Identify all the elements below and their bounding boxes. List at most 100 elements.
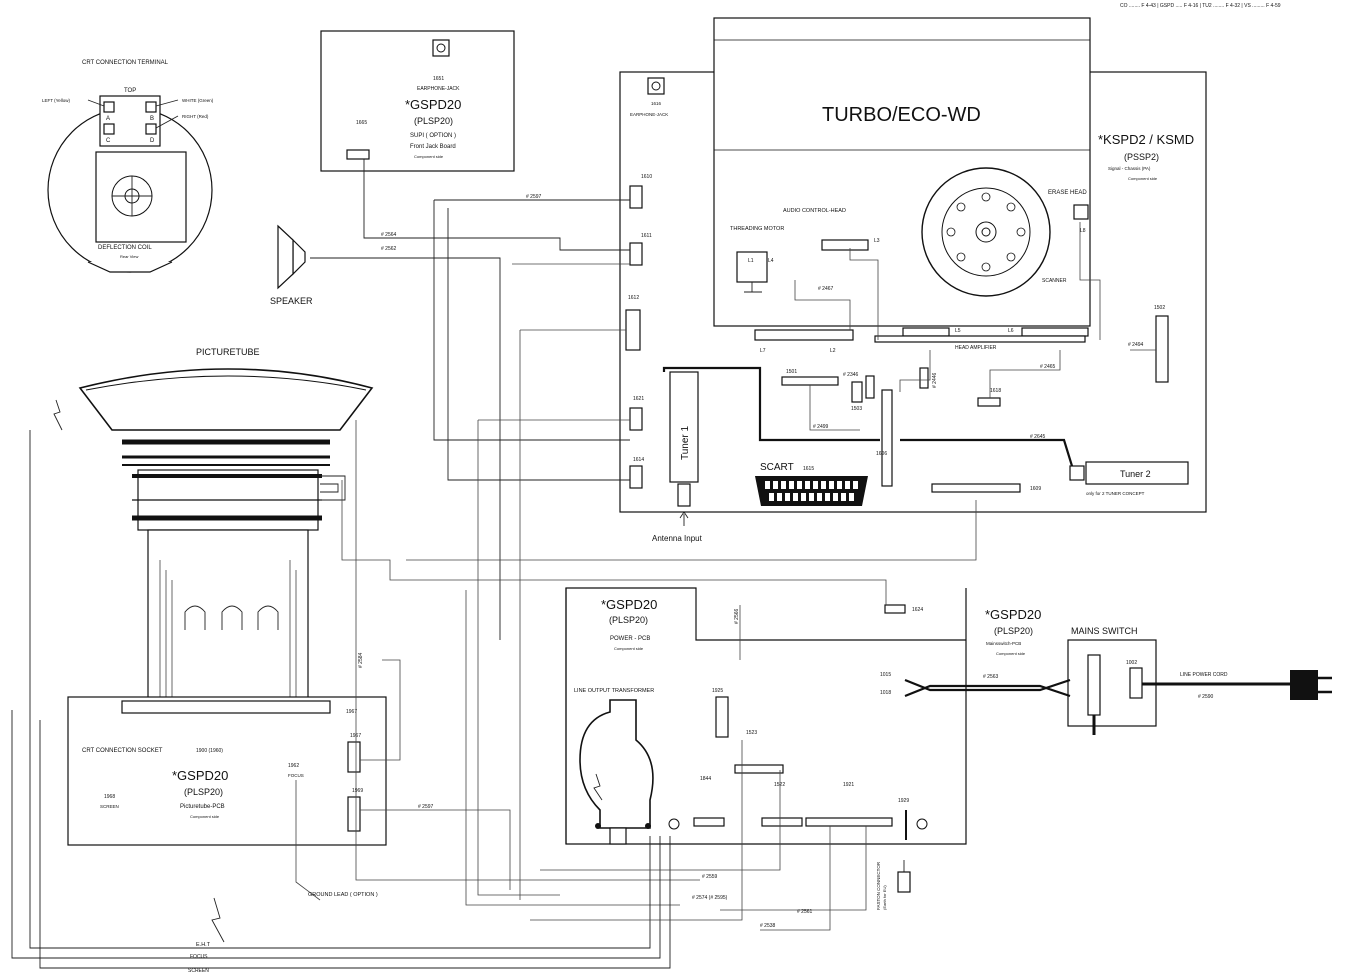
crt-board-comp: Component side (190, 814, 220, 819)
wire-2563: # 2563 (983, 674, 999, 680)
connector-1501 (781, 376, 839, 386)
crt-board-desc: Picturetube-PCB (180, 804, 225, 810)
mains-board-comp: Component side (996, 651, 1026, 656)
speaker-icon (277, 224, 294, 290)
crt-socket-label: CRT CONNECTION SOCKET (82, 748, 163, 754)
power-pcb: *GSPD20 (PLSP20) POWER - PCB Component s… (565, 587, 967, 845)
terminal-label-right-top: WHITE (Green) (182, 98, 214, 103)
connector-1610-label: 1610 (641, 174, 652, 180)
connector-1606 (881, 389, 893, 487)
picturetube-pcb: CRT CONNECTION SOCKET 1900 (1960) *GSPD2… (67, 696, 387, 846)
wire-2564: # 2564 (381, 232, 397, 238)
deck-mechanism (713, 17, 1091, 327)
power-board-desc: POWER - PCB (610, 636, 650, 642)
head-amplifier-label: HEAD AMPLIFIER (955, 345, 997, 351)
coil-base (87, 261, 173, 273)
earphone-ref: 1651 (433, 76, 444, 82)
wire-2590: # 2590 (1198, 694, 1214, 700)
mains-switch-board: *GSPD20 (PLSP20) Mainsswitch-PCB Compone… (985, 607, 1332, 735)
wire-2467: # 2467 (818, 286, 834, 292)
wiring (11, 159, 1156, 969)
connector-1606-label: 1606 (876, 451, 887, 457)
wire-2645: # 2645 (1030, 434, 1046, 440)
connector-1624-label: 1624 (912, 607, 923, 613)
eht-label: E.H.T (196, 942, 211, 948)
connector-1502-label: 1502 (1154, 305, 1165, 311)
screen-bottom-label: SCREEN (188, 968, 209, 974)
connector-1614-label: 1614 (633, 457, 644, 463)
crt-connection-socket (121, 700, 331, 714)
connector-1921 (805, 817, 893, 827)
speaker: SPEAKER (270, 224, 313, 306)
wire-2446: # 2446 (932, 372, 938, 388)
terminal-label-right-bottom: RIGHT (Red) (182, 114, 209, 119)
tuner-2-label: Tuner 2 (1120, 469, 1151, 479)
mains-board-desc: Mainsswitch-PCB (986, 641, 1021, 646)
pin-b: B (150, 116, 154, 122)
connector-1844 (693, 817, 725, 827)
earphone-connector-ref: 1665 (356, 120, 367, 126)
connector-1621 (629, 407, 643, 431)
tuner-1-label: Tuner 1 (680, 425, 691, 460)
line-output-transformer (579, 699, 654, 829)
earphone-jack-board: 1651 EARPHONE-JACK *GSPD20 (PLSP20) SUPI… (320, 30, 515, 172)
faston-label: FASTON CONNECTOR (876, 861, 881, 910)
scanner-label: SCANNER (1042, 278, 1067, 284)
connector-1612 (625, 309, 641, 351)
connector-1967-label: 1967 (346, 709, 357, 715)
erase-head-label: ERASE HEAD (1048, 190, 1087, 196)
wire-labels: # 2597 # 2564 # 2562 # 2467 # 2494 # 246… (188, 194, 1214, 974)
faston-sub-label: (Earth for EU) (882, 885, 887, 910)
tuner-2-sublabel: only for 2 TUNER CONCEPT (1086, 491, 1145, 496)
crt-board-name: *GSPD20 (172, 768, 228, 783)
picturetube-label: PICTURETUBE (196, 347, 260, 357)
motor-l1: L1 (748, 258, 754, 264)
wire-2562: # 2562 (381, 246, 397, 252)
motor-l4: L4 (768, 258, 774, 264)
pin-c: C (106, 138, 111, 144)
wire-2584-vertical: # 2584 (358, 652, 364, 668)
connector-1844-label: 1844 (700, 776, 711, 782)
connector-1614 (629, 465, 643, 489)
connector-1522 (761, 817, 803, 827)
power-board-name: *GSPD20 (601, 597, 657, 612)
focus-bottom-label: FOCUS (190, 954, 208, 960)
scart-label: SCART (760, 462, 794, 473)
connector-1609 (931, 483, 1021, 493)
crt-connection-terminal: CRT CONNECTION TERMINAL TOP A B C D LEFT… (42, 60, 214, 273)
ground-symbol-icon (53, 399, 63, 431)
connector-1502 (1155, 315, 1169, 383)
connector-1929-label: 1929 (898, 798, 909, 804)
line-power-cord-label: LINE POWER CORD (1180, 672, 1228, 678)
connector-1968-label: 1968 (104, 794, 115, 800)
speaker-label: SPEAKER (270, 296, 313, 306)
antenna-input-label: Antenna Input (652, 534, 703, 543)
power-plug-icon (1290, 670, 1318, 700)
line-output-transformer-label: LINE OUTPUT TRANSFORMER (574, 688, 654, 694)
connector-1611 (629, 242, 643, 266)
deck-earphone-jack-icon (647, 77, 665, 95)
threading-motor-label: THREADING MOTOR (730, 226, 784, 232)
connector-1969 (347, 796, 361, 832)
power-board-sub: (PLSP20) (609, 615, 648, 625)
threading-motor (736, 251, 768, 283)
earphone-board-sub: (PLSP20) (414, 116, 453, 126)
picture-tube: PICTURETUBE (53, 347, 374, 701)
header-ref: CO ........ F 4-43 | GSPD ..... F 4-16 |… (1120, 3, 1281, 9)
tuner-1 (669, 371, 699, 483)
connector-1610 (629, 185, 643, 209)
deck-jack-ref: 1616 (651, 101, 662, 106)
wire-2597-bottom: # 2597 (418, 804, 434, 810)
signal-board-name: *KSPD2 / KSMD (1098, 132, 1194, 147)
crt-focus-label: FOCUS (288, 773, 304, 778)
deck-l6: L6 (1008, 328, 1014, 334)
pin-d: D (150, 138, 155, 144)
signal-chassis-board: TURBO/ECO-WD *KSPD2 / KSMD (PSSP2) Signa… (619, 17, 1207, 543)
erase-head-l8: L8 (1080, 228, 1086, 234)
head-amplifier (874, 335, 1086, 343)
mains-board-name: *GSPD20 (985, 607, 1041, 622)
erase-head (1073, 204, 1089, 220)
scart-connector (755, 476, 868, 506)
connector-1921-label: 1921 (843, 782, 854, 788)
wire-2597: # 2597 (526, 194, 542, 200)
